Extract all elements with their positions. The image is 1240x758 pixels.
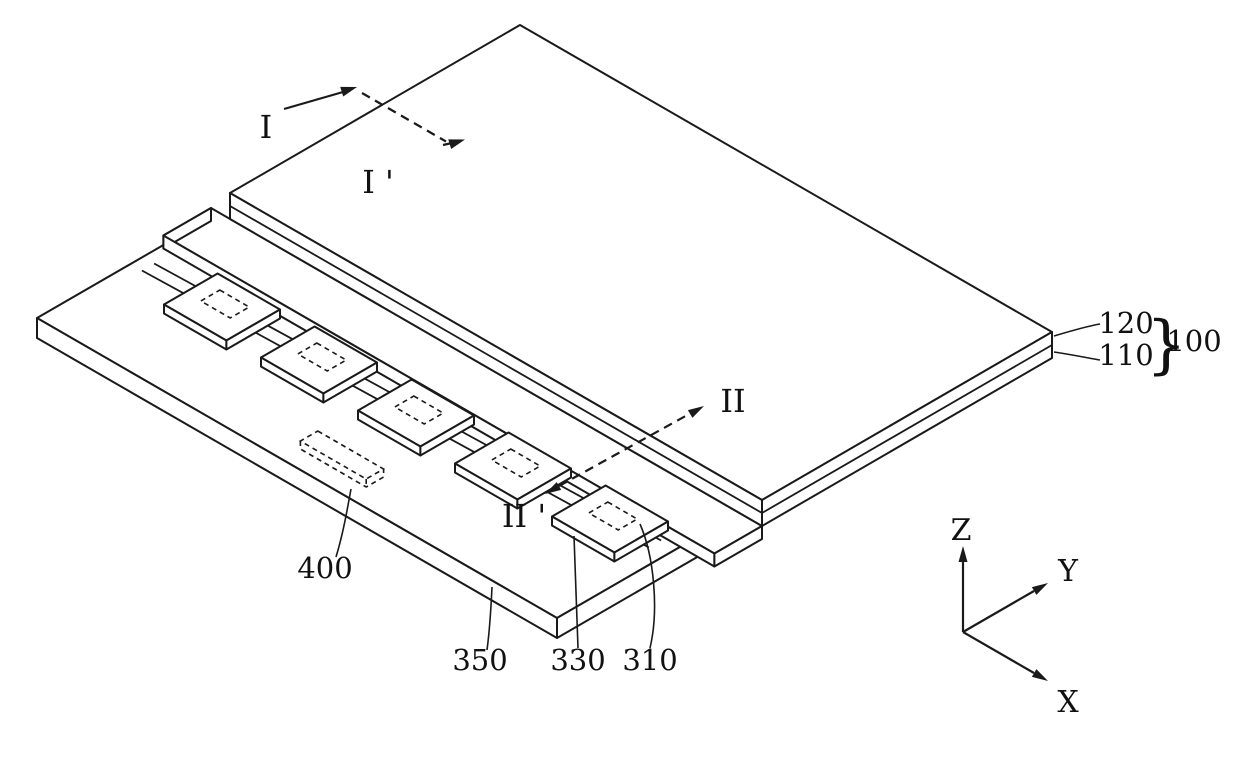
chip-package-4 (454, 431, 572, 510)
layer-boundary-line (229, 205, 1053, 515)
grouping-brace: } (1146, 308, 1187, 382)
dashed-component-400 (298, 430, 386, 488)
section-i-arrow-shaft (283, 90, 344, 111)
ref-120-label: 120 (1098, 306, 1153, 340)
chip-die-outline (587, 501, 639, 531)
reference-labels-right: 120 110 } 100 (1053, 306, 1222, 382)
section-ii-arrowhead (687, 406, 704, 418)
section-i-prime-label: I ' (362, 163, 394, 201)
section-i-prime-arrowhead (448, 139, 465, 149)
z-axis-label: Z (951, 513, 972, 548)
chip-right-side-face (225, 308, 281, 351)
section-line-ii: II II ' (502, 382, 746, 535)
ref-310-label: 310 (622, 643, 677, 677)
upper-substrate-100 (229, 24, 1053, 527)
x-axis-shaft (962, 631, 1035, 674)
x-axis-label: X (1057, 685, 1079, 720)
section-i-cut-line (361, 92, 447, 143)
ref-400-label: 400 (297, 551, 352, 585)
chip-right-side-face (419, 414, 475, 457)
leader-120 (1053, 323, 1101, 337)
section-i-arrowhead (340, 86, 357, 97)
axis-triad: Z Y X (951, 513, 1080, 720)
leader-110 (1053, 351, 1101, 361)
leader-400 (335, 488, 352, 558)
chip-right-side-face (613, 520, 669, 563)
chip-die-outline (296, 342, 348, 372)
section-ii-prime-arrowhead (545, 482, 562, 494)
y-axis-label: Y (1057, 554, 1079, 589)
z-axis-arrowhead (958, 546, 968, 562)
y-axis-arrowhead (1031, 583, 1048, 595)
section-i-label: I (260, 108, 273, 146)
chip-right-side-face (516, 467, 572, 510)
ref-110-label: 110 (1098, 338, 1153, 372)
leader-310 (639, 523, 656, 649)
x-axis-arrowhead (1031, 669, 1048, 681)
chip-package-2 (260, 325, 378, 404)
component-400-body-outline (299, 441, 385, 488)
chip-package-1 (163, 272, 281, 351)
section-ii-prime-label: II ' (502, 497, 546, 535)
ref-100-label: 100 (1166, 324, 1221, 358)
chip-die-outline (393, 395, 445, 425)
ref-330-label: 330 (550, 643, 605, 677)
chip-package-3 (357, 378, 475, 457)
reference-labels-bottom: 400 350 330 310 (297, 488, 678, 677)
chip-die-outline (490, 448, 542, 478)
section-line-i: I I ' (260, 86, 465, 201)
chip-package-5 (551, 484, 669, 563)
y-axis-shaft (962, 590, 1035, 633)
chip-die-outline (199, 289, 251, 319)
section-ii-label: II (720, 382, 745, 420)
ledge-right-end-face (713, 525, 763, 568)
ref-350-label: 350 (452, 643, 507, 677)
section-ii-cut-line (558, 412, 692, 487)
chip-right-side-face (322, 361, 378, 404)
leader-330 (573, 535, 579, 649)
leader-350 (486, 586, 493, 651)
